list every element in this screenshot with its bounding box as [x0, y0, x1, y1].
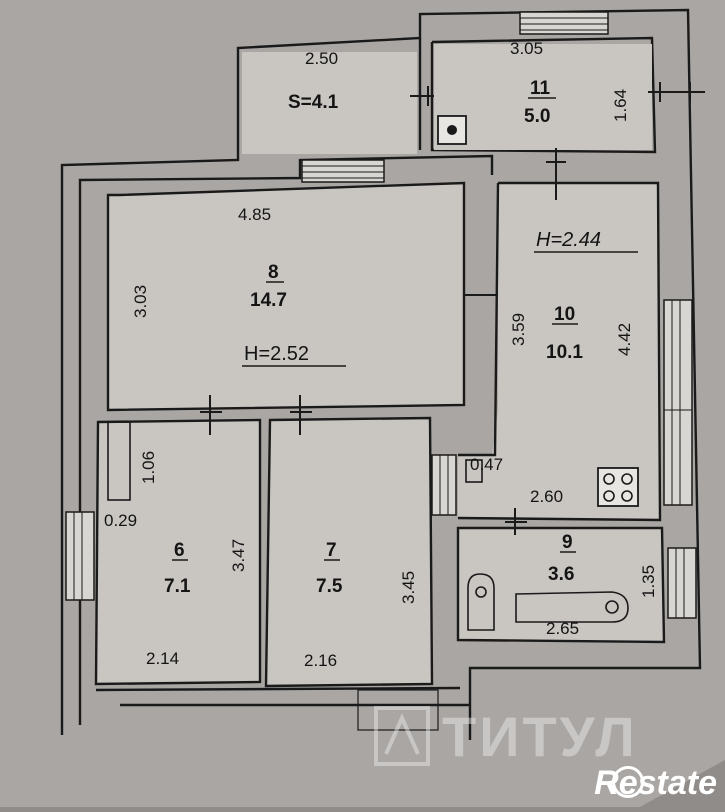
- room-10-height-label: H=2.44: [536, 229, 601, 251]
- room-6-number: 6: [174, 540, 185, 561]
- brand-text: Restate: [594, 764, 717, 803]
- room-11-width-label: 3.05: [510, 39, 543, 58]
- room-10-bottom-label: 2.60: [530, 487, 563, 506]
- room-10-number: 10: [554, 304, 575, 325]
- watermark: ТИТУЛ: [372, 700, 638, 772]
- room-7-area: [266, 418, 432, 686]
- room-10-niche-label: 0.47: [470, 455, 503, 474]
- room-8-number: 8: [268, 262, 279, 283]
- room-8-width-label: 4.85: [238, 205, 271, 224]
- room-9-depth-label: 1.35: [639, 565, 658, 598]
- room-7-area: 7.5: [316, 576, 343, 597]
- watermark-logo-icon: [372, 704, 432, 768]
- watermark-text: ТИТУЛ: [442, 704, 638, 769]
- room-6-niche-width: 0.29: [104, 511, 137, 530]
- room-10-depth-label: 3.59: [509, 313, 528, 346]
- stove-icon: [598, 468, 638, 506]
- room-6-niche-depth: 1.06: [139, 451, 158, 484]
- room-9-width-label: 2.65: [546, 619, 579, 638]
- room-6-width-label: 2.14: [146, 649, 179, 668]
- room-6-area: 7.1: [164, 576, 191, 597]
- room-7-depth-label: 3.45: [399, 571, 418, 604]
- room-6-depth-label: 3.47: [229, 539, 248, 572]
- room-9-number: 9: [562, 532, 573, 553]
- room-7-number: 7: [326, 540, 337, 561]
- room-9-area: 3.6: [548, 564, 574, 585]
- room-10-area: 10.1: [546, 342, 583, 363]
- balcony-area-label: S=4.1: [288, 92, 339, 113]
- room-7-width-label: 2.16: [304, 651, 337, 670]
- room-8-height-label: H=2.52: [244, 343, 309, 365]
- room-10-right-label: 4.42: [615, 323, 634, 356]
- balcony-width-label: 2.50: [305, 49, 338, 68]
- room-11-depth-label: 1.64: [611, 89, 630, 122]
- room-11-area: 5.0: [524, 106, 550, 127]
- room-8-depth-label: 3.03: [131, 285, 150, 318]
- room-8-area: 14.7: [250, 290, 287, 311]
- room-11-number: 11: [530, 78, 551, 99]
